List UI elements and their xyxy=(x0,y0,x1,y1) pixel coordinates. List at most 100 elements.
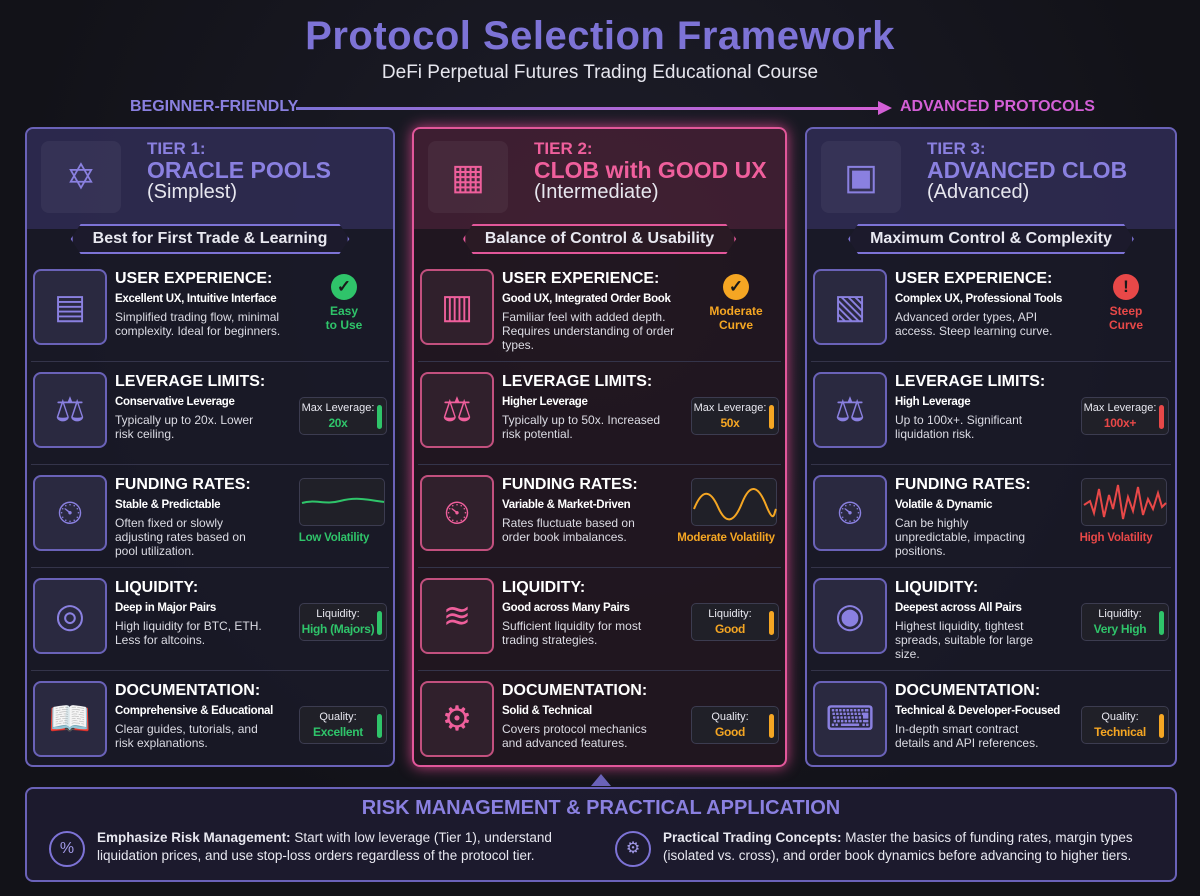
tier-banner: Balance of Control & Usability xyxy=(463,224,736,254)
criteria-row: ⏲ FUNDING RATES: Variable & Market-Drive… xyxy=(418,468,781,568)
shield-percent-icon: % xyxy=(49,831,85,867)
criteria-title: USER EXPERIENCE: xyxy=(895,270,1053,287)
coin-pool-icon: ◎ xyxy=(33,578,107,654)
risk-management-panel: RISK MANAGEMENT & PRACTICAL APPLICATION … xyxy=(25,787,1177,882)
badge-label: Quality: xyxy=(711,711,749,723)
badge-label: Quality: xyxy=(1101,711,1139,723)
criteria-summary: Variable & Market-Driven xyxy=(502,499,631,511)
criteria-row: ▤ USER EXPERIENCE: Excellent UX, Intuiti… xyxy=(31,262,389,362)
volatility-graph xyxy=(299,478,385,526)
criteria-summary: Deepest across All Pairs xyxy=(895,602,1022,614)
criteria-row: ⏲ FUNDING RATES: Stable & Predictable Of… xyxy=(31,468,389,568)
brain-gear-icon: ⚙ xyxy=(615,831,651,867)
volatility-line xyxy=(693,488,777,521)
badge-value: High (Majors) xyxy=(301,622,375,636)
volatility-line xyxy=(1083,484,1167,520)
criteria-description: Sufficient liquidity for most trading st… xyxy=(502,619,642,647)
tier-1-column: ✡ TIER 1: ORACLE POOLS (Simplest) Best f… xyxy=(25,127,395,767)
criteria-summary: Good across Many Pairs xyxy=(502,602,630,614)
rating-line-1: Steep xyxy=(1109,304,1143,318)
tip-text: Master the basics of funding rates, marg… xyxy=(663,830,1133,863)
tier-subtitle: (Advanced) xyxy=(927,181,1030,203)
criteria-summary: Good UX, Integrated Order Book xyxy=(502,293,671,305)
clock-spikes-icon: ⏲ xyxy=(813,475,887,551)
criteria-row: ▧ USER EXPERIENCE: Complex UX, Professio… xyxy=(811,262,1171,362)
order-book-icon: ▥ xyxy=(420,269,494,345)
badge-value: Good xyxy=(714,622,746,636)
tier-2-column: ▦ TIER 2: CLOB with GOOD UX (Intermediat… xyxy=(412,127,787,767)
criteria-title: LEVERAGE LIMITS: xyxy=(115,373,266,390)
badge-label: Liquidity: xyxy=(316,608,360,620)
rating-line-1: Moderate xyxy=(709,304,763,318)
technical-doc-icon: ⚙ xyxy=(420,681,494,757)
criteria-summary: Technical & Developer-Focused xyxy=(895,705,1060,717)
criteria-description: Highest liquidity, tightest spreads, sui… xyxy=(895,619,1034,661)
volatility-label: Low Volatility xyxy=(298,532,370,544)
criteria-description: Rates fluctuate based on order book imba… xyxy=(502,516,635,544)
tier-label: TIER 1: xyxy=(147,139,206,158)
volatility-label: High Volatility xyxy=(1079,532,1153,544)
tier-3-column: ▣ TIER 3: ADVANCED CLOB (Advanced) Maxim… xyxy=(805,127,1177,767)
criteria-title: FUNDING RATES: xyxy=(895,476,1031,493)
volatility-label: Moderate Volatility xyxy=(677,532,775,544)
criteria-summary: Complex UX, Professional Tools xyxy=(895,293,1063,305)
rating-line-2: to Use xyxy=(325,318,363,332)
badge-label: Max Leverage: xyxy=(693,402,767,414)
oracle-pool-icon: ✡ xyxy=(41,141,121,213)
criteria-summary: Solid & Technical xyxy=(502,705,592,717)
tier-name: CLOB with GOOD UX xyxy=(534,157,767,183)
tier-name: ADVANCED CLOB xyxy=(927,157,1128,183)
badge-value: 20x xyxy=(328,416,348,430)
criteria-description: Clear guides, tutorials, and risk explan… xyxy=(115,722,258,750)
criteria-row: ⌨ DOCUMENTATION: Technical & Developer-F… xyxy=(811,674,1171,774)
progression-end-label: ADVANCED PROTOCOLS xyxy=(900,98,1095,115)
criteria-title: DOCUMENTATION: xyxy=(502,682,648,699)
badge-value: 100x+ xyxy=(1103,416,1137,430)
clock-dollar-icon: ⏲ xyxy=(33,475,107,551)
criteria-description: Can be highly unpredictable, impacting p… xyxy=(895,516,1026,558)
criteria-title: USER EXPERIENCE: xyxy=(115,270,273,287)
volatility-graph xyxy=(691,478,777,526)
criteria-description: Typically up to 50x. Increased risk pote… xyxy=(502,413,661,441)
criteria-title: USER EXPERIENCE: xyxy=(502,270,660,287)
criteria-summary: Comprehensive & Educational xyxy=(115,705,274,717)
criteria-row: ◎ LIQUIDITY: Deep in Major Pairs High li… xyxy=(31,571,389,671)
criteria-description: Familiar feel with added depth. Requires… xyxy=(502,310,675,352)
badge-value: Excellent xyxy=(313,725,363,739)
clock-arrows-icon: ⏲ xyxy=(420,475,494,551)
simple-interface-icon: ▤ xyxy=(33,269,107,345)
criteria-row: ≋ LIQUIDITY: Good across Many Pairs Suff… xyxy=(418,571,781,671)
practical-concepts-tip: ⚙ Practical Trading Concepts: Master the… xyxy=(615,829,1165,867)
tier-header: ▣ TIER 3: ADVANCED CLOB (Advanced) xyxy=(807,129,1175,229)
value-badge: Max Leverage:20x xyxy=(299,397,387,435)
criteria-row: ▥ USER EXPERIENCE: Good UX, Integrated O… xyxy=(418,262,781,362)
level-bar xyxy=(1159,611,1164,635)
bottom-title: RISK MANAGEMENT & PRACTICAL APPLICATION xyxy=(361,797,841,819)
criteria-title: LIQUIDITY: xyxy=(895,579,979,596)
value-badge: Liquidity:Very High xyxy=(1081,603,1169,641)
book-magnifier-icon: 📖 xyxy=(33,681,107,757)
criteria-title: LEVERAGE LIMITS: xyxy=(895,373,1046,390)
criteria-title: FUNDING RATES: xyxy=(502,476,638,493)
criteria-title: LEVERAGE LIMITS: xyxy=(502,373,653,390)
page-title: Protocol Selection Framework xyxy=(305,14,895,58)
progression-arrow-line xyxy=(296,107,880,110)
tier-subtitle: (Intermediate) xyxy=(534,181,659,203)
value-badge: Quality:Good xyxy=(691,706,779,744)
balance-scale-warning-icon: ⚖ xyxy=(813,372,887,448)
value-badge: Max Leverage:50x xyxy=(691,397,779,435)
criteria-summary: Volatile & Dynamic xyxy=(895,499,993,511)
pro-dashboard-icon: ▧ xyxy=(813,269,887,345)
progression-start-label: BEGINNER-FRIENDLY xyxy=(130,98,299,115)
criteria-summary: Excellent UX, Intuitive Interface xyxy=(115,293,277,305)
tier-subtitle: (Simplest) xyxy=(147,181,238,203)
rating-line-1: Easy xyxy=(329,304,359,318)
page-subtitle: DeFi Perpetual Futures Trading Education… xyxy=(381,62,819,83)
tip-text: Start with low leverage (Tier 1), unders… xyxy=(97,830,552,863)
badge-label: Max Leverage: xyxy=(1083,402,1157,414)
badge-label: Liquidity: xyxy=(1098,608,1142,620)
criteria-summary: Higher Leverage xyxy=(502,396,588,408)
